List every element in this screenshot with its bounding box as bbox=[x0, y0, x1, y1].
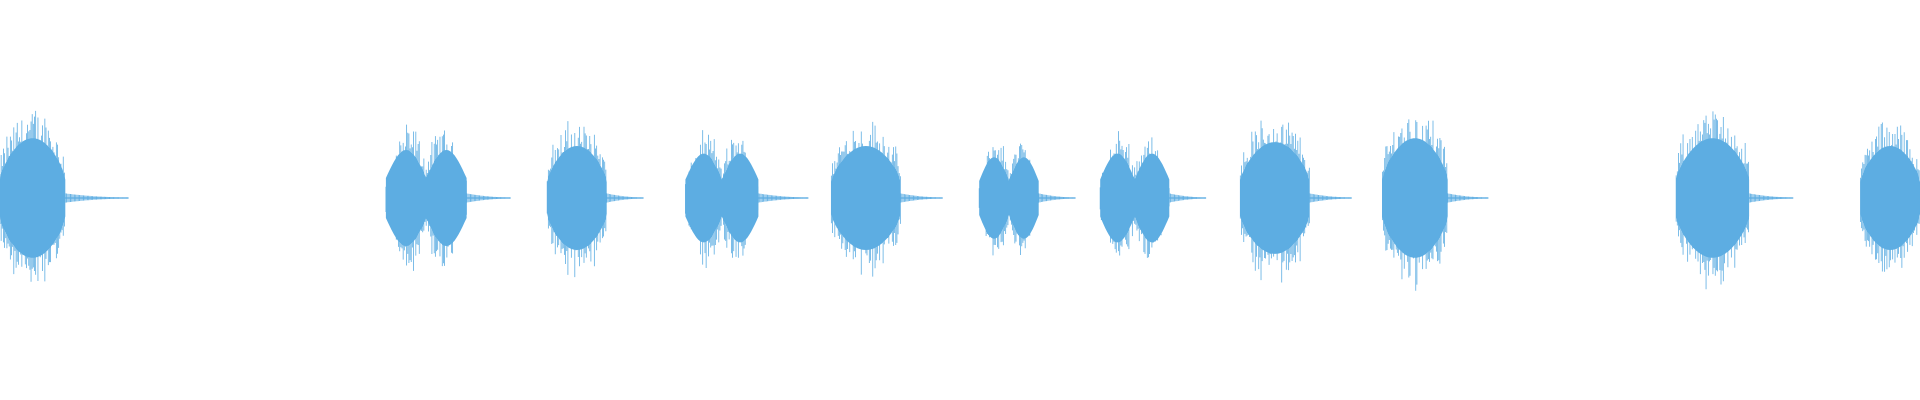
waveform-burst-core bbox=[1100, 153, 1170, 243]
waveform-burst-core bbox=[1676, 138, 1750, 258]
waveform-burst bbox=[978, 143, 1076, 256]
waveform-bursts bbox=[0, 110, 1920, 291]
waveform-burst-core bbox=[1382, 138, 1448, 258]
waveform-burst-core bbox=[385, 150, 467, 246]
waveform-burst-core bbox=[1240, 142, 1310, 254]
waveform-burst-core bbox=[547, 146, 607, 250]
waveform-burst-core bbox=[1860, 146, 1920, 250]
waveform-burst bbox=[1860, 122, 1920, 272]
waveform-burst bbox=[830, 121, 943, 277]
waveform-burst bbox=[385, 124, 511, 271]
waveform-burst bbox=[1099, 131, 1207, 258]
waveform-burst-core bbox=[685, 153, 759, 243]
waveform-burst bbox=[685, 130, 809, 268]
waveform-burst bbox=[1382, 119, 1489, 291]
waveform-burst bbox=[546, 121, 644, 278]
waveform-burst bbox=[1239, 120, 1352, 283]
waveform-burst-core bbox=[979, 157, 1039, 239]
waveform-burst bbox=[1675, 111, 1794, 290]
waveform-burst-core bbox=[831, 146, 901, 250]
waveform-burst-core bbox=[0, 138, 66, 258]
waveform-burst bbox=[0, 110, 129, 282]
